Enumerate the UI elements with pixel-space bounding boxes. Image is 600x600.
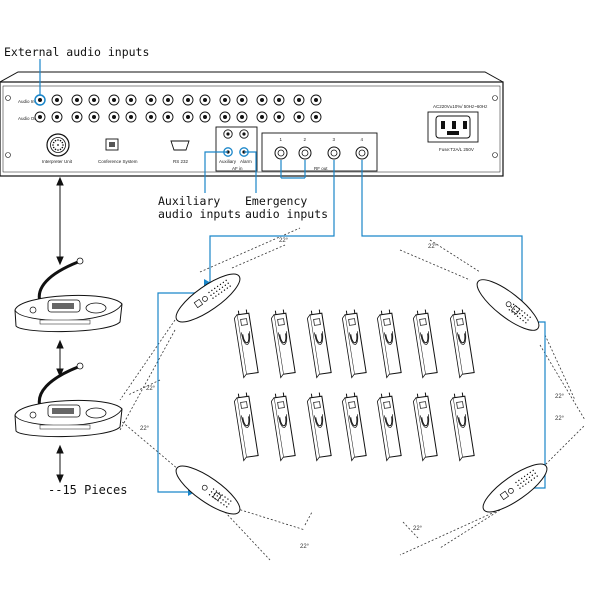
- rs232-port: [170, 140, 190, 151]
- angle-label: 22°: [279, 238, 289, 244]
- rf-out-jack: 2: [298, 137, 312, 160]
- emergency-audio-inputs-label-2: audio inputs: [245, 207, 328, 221]
- angle-label: 22°: [300, 544, 310, 550]
- receiver: [270, 309, 296, 379]
- coverage-lines: [119, 227, 586, 561]
- angle-label: 22°: [146, 386, 156, 392]
- interpreter-unit-label: Interpreter Unit: [42, 159, 73, 164]
- radiator-top-right: [476, 279, 540, 331]
- audio-in-jack: [310, 94, 322, 106]
- af-in-label: AF in: [232, 166, 243, 171]
- audio-in-jack: [273, 94, 285, 106]
- audio-out-label: Audio Out: [18, 116, 39, 121]
- rf-out-box: [261, 132, 378, 172]
- receiver: [376, 309, 402, 379]
- audio-in-jack: [108, 94, 120, 106]
- rf-out-number: 4: [361, 137, 364, 142]
- audio-in-label: Audio In: [18, 99, 35, 104]
- audio-out-jack: [145, 111, 157, 123]
- receiver: [449, 309, 475, 379]
- rf-out-label: RF out: [314, 166, 328, 171]
- audio-in-jack: [236, 94, 248, 106]
- auxiliary-audio-inputs-label-1: Auxiliary: [158, 194, 220, 208]
- af-in-jacks: [223, 129, 249, 157]
- audio-in-jack: [293, 94, 305, 106]
- receiver: [341, 392, 367, 462]
- audio-in-jack: [145, 94, 157, 106]
- audio-out-jack: [162, 111, 174, 123]
- af-in-box: [215, 126, 258, 172]
- angle-label: 22°: [555, 416, 565, 422]
- receiver: [412, 309, 438, 379]
- audio-in-jack: [199, 94, 211, 106]
- audio-out-jack: [293, 111, 305, 123]
- power-rating-label: AC220V±10%/ 50Hz~60Hz: [433, 104, 488, 109]
- audio-out-jack: [108, 111, 120, 123]
- audio-out-jack: [51, 111, 63, 123]
- receiver: [376, 392, 402, 462]
- power-socket: [427, 111, 479, 143]
- angle-label: 22°: [413, 526, 423, 532]
- pieces-label: --15 Pieces: [48, 483, 127, 497]
- audio-out-jack: [256, 111, 268, 123]
- alarm-port-label: Alarm: [240, 159, 252, 164]
- receivers: [233, 309, 475, 462]
- callout-lines: [34, 59, 257, 193]
- angle-label: 22°: [555, 394, 565, 400]
- receiver: [233, 392, 259, 462]
- receiver: [306, 392, 332, 462]
- audio-in-jack: [125, 94, 137, 106]
- audio-out-jack: [199, 111, 211, 123]
- radiator-bottom-left: [175, 465, 241, 515]
- receiver: [412, 392, 438, 462]
- audio-in-jack: [162, 94, 174, 106]
- receiver: [341, 309, 367, 379]
- rf-out-number: 3: [333, 137, 336, 142]
- rf-out-number: 2: [304, 137, 307, 142]
- receiver: [449, 392, 475, 462]
- radiator-bottom-right: [482, 463, 548, 513]
- receiver: [233, 309, 259, 379]
- audio-in-jack: [182, 94, 194, 106]
- delegate-unit: [14, 362, 123, 438]
- audio-out-jack: [34, 111, 46, 123]
- audio-out-jack: [125, 111, 137, 123]
- angle-label: 22°: [428, 244, 438, 250]
- rs232-label: RS 232: [173, 159, 189, 164]
- audio-out-jack: [273, 111, 285, 123]
- angle-label: 22°: [140, 426, 150, 432]
- audio-out-jack: [71, 111, 83, 123]
- audio-in-jack: [219, 94, 231, 106]
- rack-panel: Audio In Audio Out Interpreter Unit Conf…: [0, 71, 504, 177]
- receiver: [306, 309, 332, 379]
- rf-out-number: 1: [280, 137, 283, 142]
- audio-jack-rows: [34, 94, 322, 123]
- interpreter-unit-connector: [46, 133, 70, 157]
- conference-system-label: Conference System: [98, 159, 138, 164]
- audio-out-jack: [88, 111, 100, 123]
- auxiliary-port-label: Auxiliary: [219, 159, 237, 164]
- receiver: [270, 392, 296, 462]
- audio-out-jack: [182, 111, 194, 123]
- emergency-audio-inputs-label-1: Emergency: [245, 194, 307, 208]
- rf-out-jack: 4: [355, 137, 369, 160]
- rf-out-jack: 3: [327, 137, 341, 160]
- rf-out-jacks: 1 2 3 4: [274, 137, 369, 160]
- fuse-label: Fuse:T2A/L 250V: [439, 147, 474, 152]
- radiator-top-left: [175, 273, 241, 323]
- audio-in-jack: [256, 94, 268, 106]
- audio-out-jack: [219, 111, 231, 123]
- audio-out-jack: [236, 111, 248, 123]
- audio-out-jack: [310, 111, 322, 123]
- rf-out-jack: 1: [274, 137, 288, 160]
- audio-in-jack: [88, 94, 100, 106]
- external-audio-inputs-label: External audio inputs: [4, 45, 149, 59]
- auxiliary-audio-inputs-label-2: audio inputs: [158, 207, 241, 221]
- angle-labels: 22° 22° 22° 22° 22° 22° 22° 22°: [140, 238, 565, 550]
- chain-arrows: [56, 176, 64, 484]
- audio-in-jack: [51, 94, 63, 106]
- delegate-unit: [14, 257, 123, 333]
- audio-in-jack: [71, 94, 83, 106]
